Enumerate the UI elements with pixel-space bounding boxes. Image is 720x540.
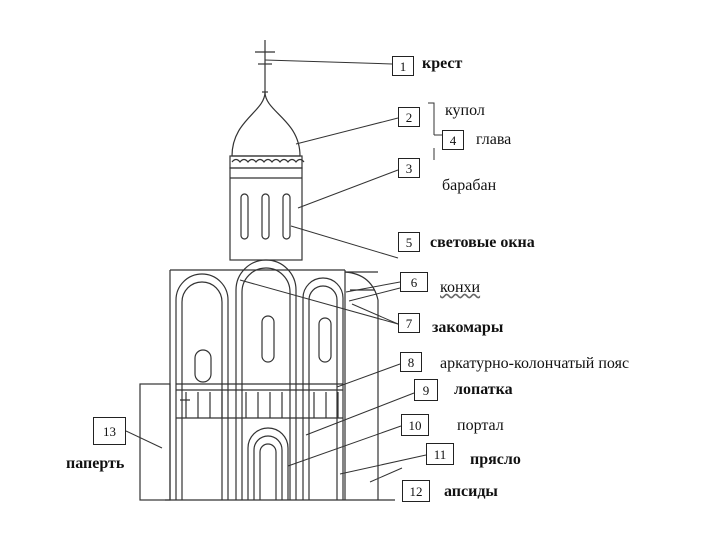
label-number-box-5: 5 [398, 232, 420, 252]
term-krest: крест [422, 55, 463, 72]
label-number-box-10: 10 [401, 414, 429, 436]
term-paperte: паперть [66, 455, 125, 472]
label-number-box-9: 9 [414, 379, 438, 401]
term-portal: портал [457, 417, 504, 434]
label-number-box-8: 8 [400, 352, 422, 372]
term-apsidy: апсиды [444, 483, 498, 500]
term-svetovye-okna: световые окна [430, 234, 535, 251]
term-lopatka: лопатка [454, 381, 513, 398]
label-number-box-7: 7 [398, 313, 420, 333]
term-pryaslo: прясло [470, 451, 521, 468]
label-number-box-12: 12 [402, 480, 430, 502]
label-number-box-1: 1 [392, 56, 414, 76]
term-baraban: барабан [442, 177, 497, 194]
dome-drawing [229, 91, 305, 169]
label-number-box-11: 11 [426, 443, 454, 465]
term-kupol: купол [445, 102, 485, 119]
term-arkaturno-kolonchatyy-poyas: аркатурно-колончатый пояс [440, 355, 630, 372]
drum-drawing [229, 167, 303, 261]
label-number-box-13: 13 [93, 417, 126, 445]
label-number-box-4: 4 [442, 130, 464, 150]
term-konkhi: конхи [440, 279, 481, 296]
label-number-box-6: 6 [400, 272, 428, 292]
term-zakomary: закомары [432, 319, 504, 336]
label-number-box-3: 3 [398, 158, 420, 178]
label-number-box-2: 2 [398, 107, 420, 127]
leader-lines [125, 59, 442, 483]
cross-drawing [255, 40, 275, 92]
term-glava: глава [476, 131, 512, 148]
